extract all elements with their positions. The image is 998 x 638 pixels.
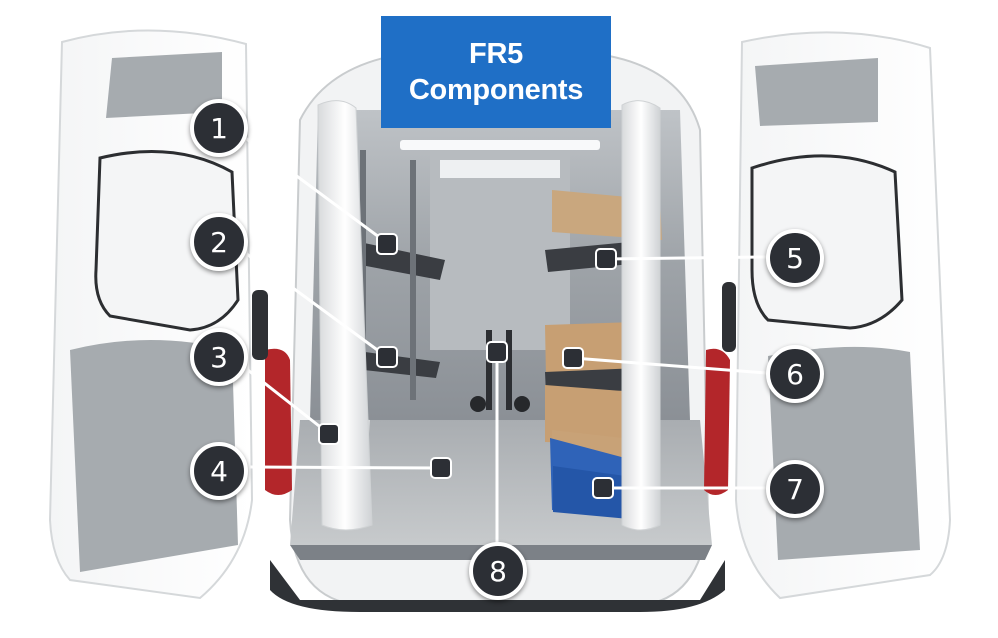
callout-1: 1 <box>190 99 248 157</box>
callout-5: 5 <box>766 229 824 287</box>
title-line-1: FR5 <box>469 38 523 70</box>
callout-6: 6 <box>766 345 824 403</box>
callout-4: 4 <box>190 442 248 500</box>
endpoint-6 <box>562 347 584 369</box>
endpoint-2 <box>376 346 398 368</box>
endpoint-7 <box>592 477 614 499</box>
leader-line-5 <box>605 255 767 261</box>
leader-line-4 <box>247 465 441 470</box>
callout-2: 2 <box>190 213 248 271</box>
right-door <box>722 31 952 600</box>
rear-pillars <box>317 100 661 531</box>
leader-line-1 <box>243 135 388 245</box>
callout-3: 3 <box>190 328 248 386</box>
title-line-2: Components <box>408 74 584 106</box>
endpoint-5 <box>595 248 617 270</box>
leader-line-3 <box>243 365 329 435</box>
title-banner: FR5 Components <box>381 16 611 128</box>
tail-lights <box>265 348 730 495</box>
leader-endpoints <box>318 233 617 499</box>
endpoint-1 <box>376 233 398 255</box>
leader-line-2 <box>243 250 388 359</box>
hand-truck <box>470 330 530 412</box>
callout-8: 8 <box>469 542 527 600</box>
endpoint-8 <box>486 341 508 363</box>
leader-lines <box>243 135 767 545</box>
endpoint-3 <box>318 423 340 445</box>
leader-line-6 <box>572 356 767 375</box>
callout-7: 7 <box>766 460 824 518</box>
endpoint-4 <box>430 457 452 479</box>
